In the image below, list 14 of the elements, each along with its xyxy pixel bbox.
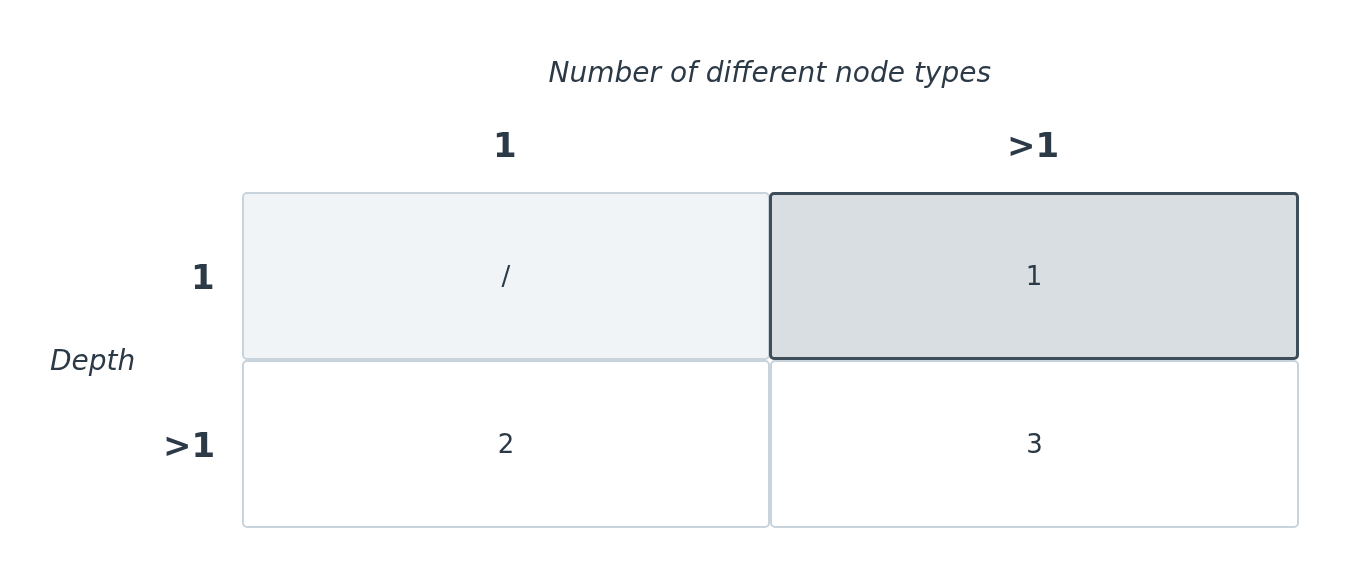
cell-value: 3 xyxy=(1026,429,1043,459)
table-cell xyxy=(242,192,770,360)
axis-title: Number of different node types xyxy=(548,55,992,89)
table-cell xyxy=(770,360,1299,528)
column-header: >1 xyxy=(1007,125,1060,165)
cell-value: 1 xyxy=(1025,261,1043,291)
cell-value: / xyxy=(501,261,511,291)
column-header: 1 xyxy=(493,125,517,165)
row-header: 1 xyxy=(191,257,215,297)
cell-value: 2 xyxy=(497,429,515,459)
table-cell xyxy=(242,360,770,528)
table-cell xyxy=(769,192,1299,360)
row-header: >1 xyxy=(163,425,216,465)
axis-title: Depth xyxy=(50,343,136,377)
